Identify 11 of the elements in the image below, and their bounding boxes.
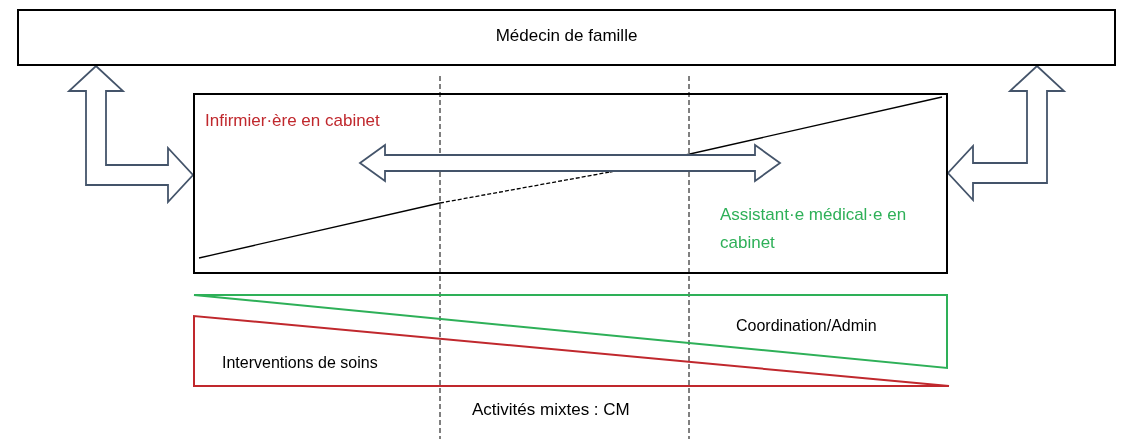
coordination-wedge: [193, 294, 949, 370]
role-label: Assistant·e médical·e en cabinet: [720, 163, 920, 257]
care-wedge: [193, 315, 951, 388]
bent-double-arrow: [946, 64, 1067, 203]
title-box: [17, 9, 1116, 66]
role-label: Infirmier·ère en cabinet: [205, 107, 445, 163]
wedge-label: Coordination/Admin: [736, 316, 877, 336]
box-title: Médecin de famille: [494, 25, 639, 47]
wedge-label: Interventions de soins: [222, 353, 378, 373]
double-arrow: [358, 143, 782, 183]
bent-double-arrow: [66, 64, 195, 205]
